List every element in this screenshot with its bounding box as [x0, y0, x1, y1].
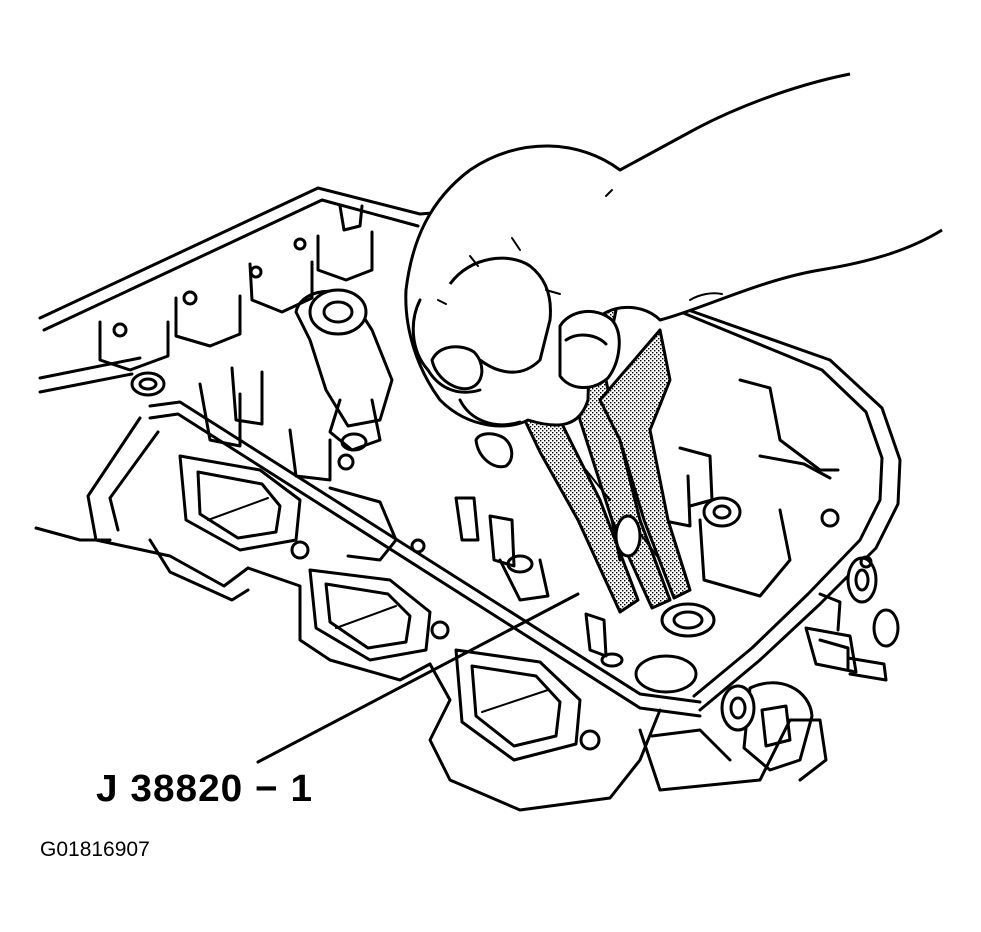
figure-id: G01816907 — [40, 838, 150, 861]
tool-callout-label: J 38820 − 1 — [96, 768, 314, 810]
hand — [404, 72, 943, 469]
cylinder-head — [34, 186, 902, 812]
callout-leader-line — [256, 592, 580, 764]
